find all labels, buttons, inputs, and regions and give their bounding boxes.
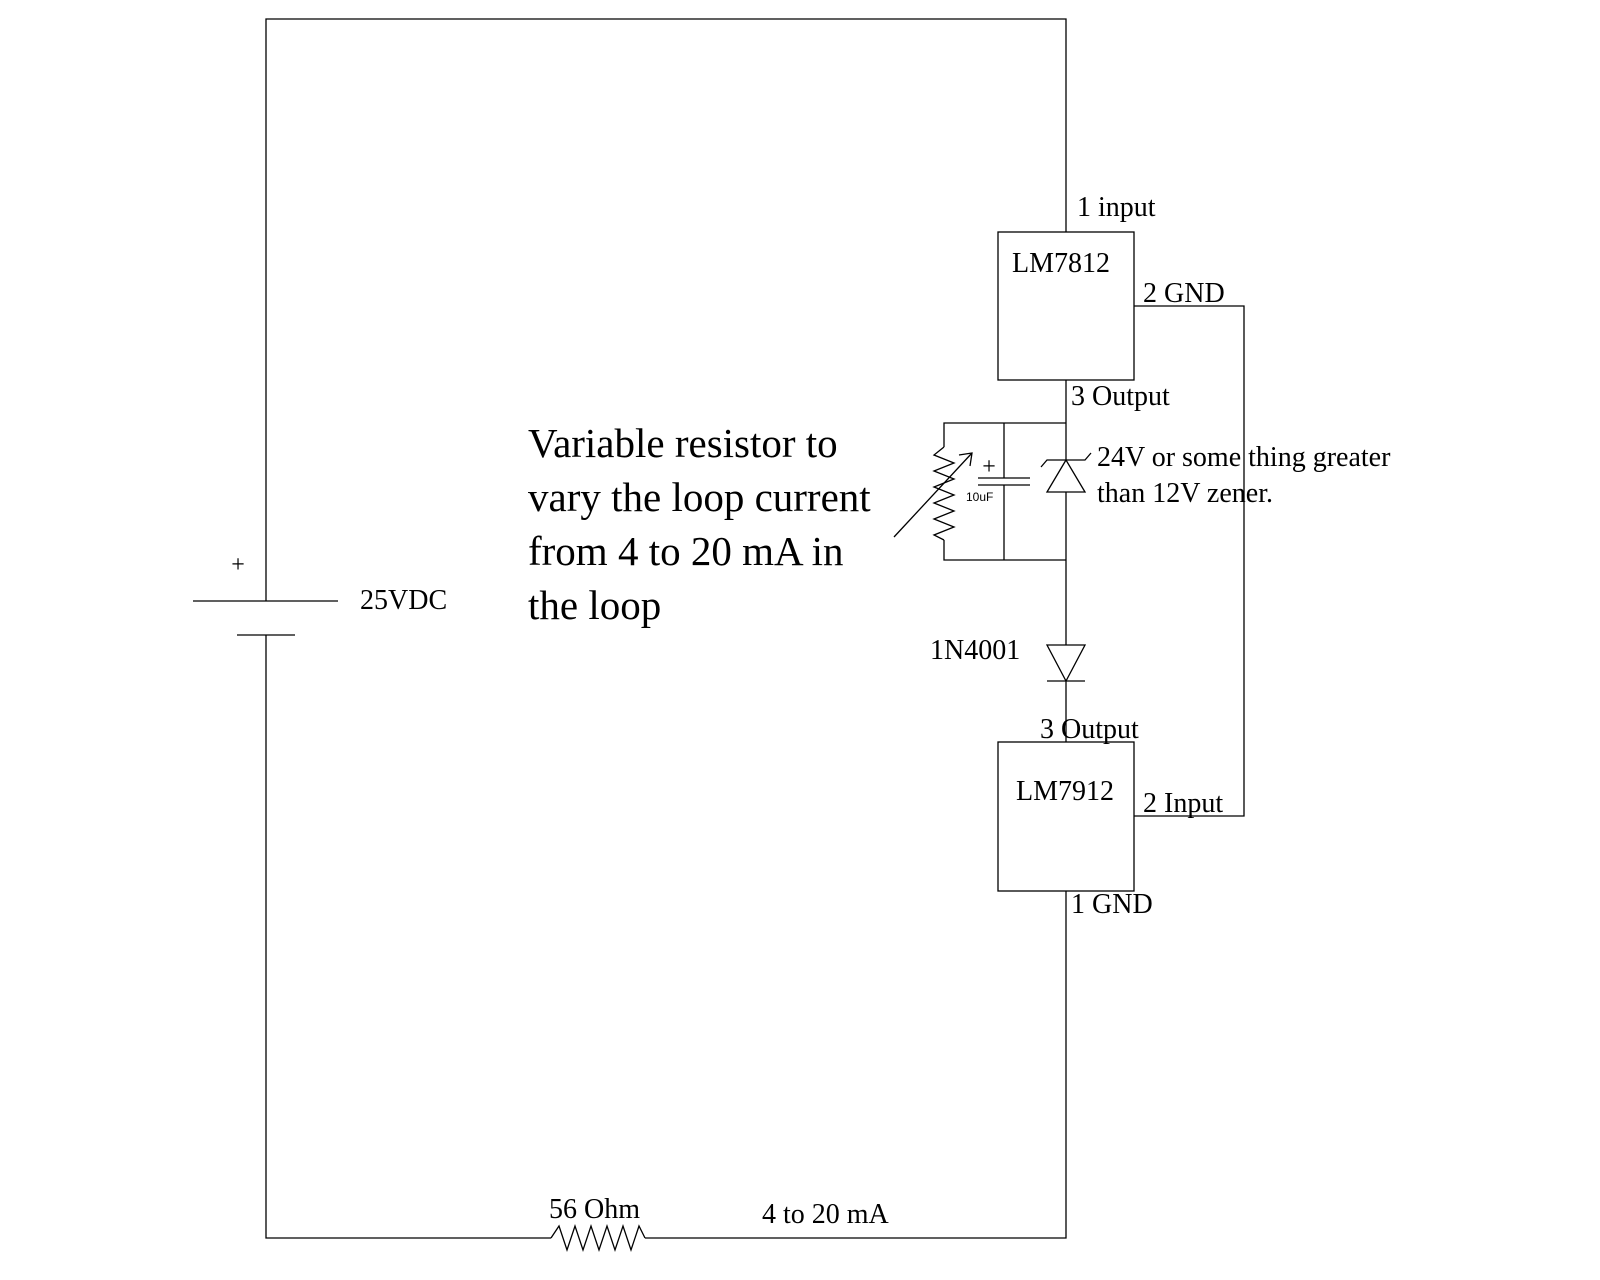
capacitor-value: 10uF <box>966 490 993 504</box>
variable-resistor-note-line1: Variable resistor to <box>528 420 838 466</box>
sense-resistor: 56 Ohm <box>549 1194 646 1253</box>
lm7812-pin-input: 1 input <box>1077 192 1156 223</box>
variable-resistor-wiper-arrow <box>893 452 973 538</box>
lm7912-name: LM7912 <box>1016 776 1114 807</box>
battery-plus-sign: + <box>231 552 245 578</box>
diode-1n4001: 1N4001 <box>930 635 1087 742</box>
parallel-network <box>943 422 1066 561</box>
lm7812-pin-output: 3 Output <box>1071 381 1170 412</box>
diode-triangle <box>1045 644 1087 683</box>
lm7912-pin-output: 3 Output <box>1040 714 1139 745</box>
variable-resistor <box>893 446 973 541</box>
network-bottom-rail <box>943 540 1066 561</box>
variable-resistor-note-line2: vary the loop current <box>528 474 871 520</box>
battery-voltage-label: 25VDC <box>360 585 447 616</box>
wire-left-bottom <box>265 635 551 1239</box>
variable-resistor-zigzag <box>932 446 956 541</box>
wire-left-top <box>265 18 1067 601</box>
variable-resistor-note: Variable resistor to vary the loop curre… <box>528 420 871 628</box>
lm7812-pin-gnd: 2 GND <box>1143 278 1225 309</box>
lm7912-pin-gnd: 1 GND <box>1071 889 1153 920</box>
lm7812-name: LM7812 <box>1012 248 1110 279</box>
loop-current-label: 4 to 20 mA <box>762 1199 890 1230</box>
sense-resistor-zigzag <box>550 1223 646 1253</box>
lm7912-body <box>997 741 1135 892</box>
variable-resistor-note-line3: from 4 to 20 mA in <box>528 528 843 574</box>
variable-resistor-note-line4: the loop <box>528 582 661 628</box>
zener-triangle <box>1045 458 1087 493</box>
battery-25vdc: + 25VDC <box>193 552 447 636</box>
wire-bottom-right <box>645 891 1067 1239</box>
regulator-lm7812: LM7812 1 input 2 GND 3 Output <box>997 192 1225 412</box>
regulator-lm7912: 3 Output LM7912 2 Input 1 GND <box>997 714 1223 920</box>
lm7912-pin-input: 2 Input <box>1143 788 1223 819</box>
variable-resistor-arrowhead <box>958 452 973 467</box>
lm7812-body <box>997 231 1135 381</box>
zener-note-line2: than 12V zener. <box>1097 478 1273 509</box>
capacitor-plus-sign: + <box>982 454 996 480</box>
capacitor-10uf: + 10uF <box>966 454 1030 504</box>
loop-wires <box>265 18 1067 1239</box>
wire-gnd-bus <box>1134 305 1245 817</box>
zener-diode: 24V or some thing greater than 12V zener… <box>1040 442 1391 509</box>
sense-resistor-label: 56 Ohm <box>549 1194 640 1225</box>
network-top-rail <box>943 422 1066 447</box>
zener-bar <box>1040 452 1092 468</box>
diode-label: 1N4001 <box>930 635 1020 666</box>
zener-note-line1: 24V or some thing greater <box>1097 442 1391 473</box>
